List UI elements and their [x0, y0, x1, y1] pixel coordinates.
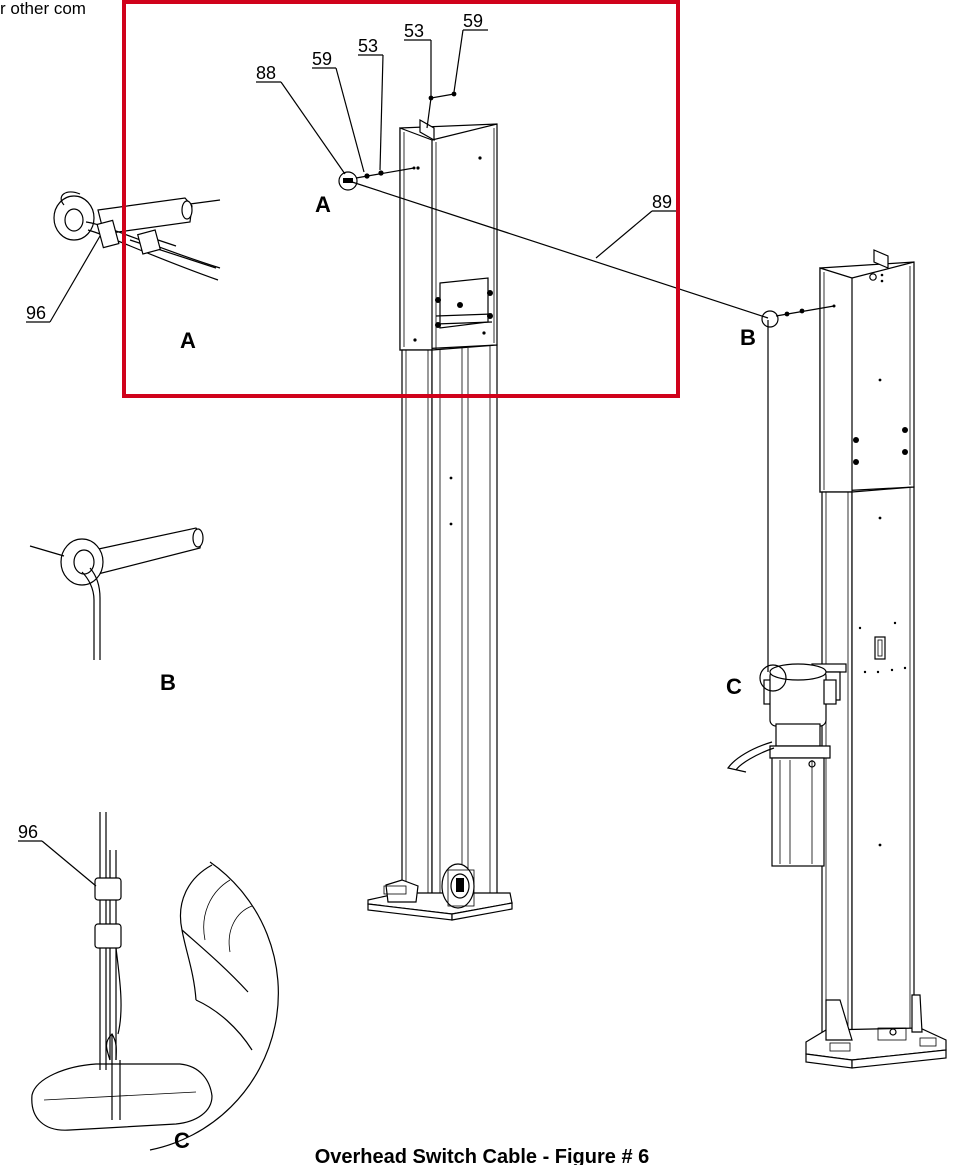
detail-circle-c — [759, 664, 787, 692]
callout-96-top: 96 — [26, 303, 46, 323]
callout-59-left: 59 — [312, 49, 332, 69]
leader-lines — [18, 29, 676, 887]
right-column — [726, 249, 947, 1069]
view-label-c-main: C — [726, 674, 742, 699]
callout-96-bottom: 96 — [18, 822, 38, 842]
view-label-a-detail: A — [180, 328, 196, 353]
view-label-b-main: B — [740, 325, 756, 350]
figure-caption: Overhead Switch Cable - Figure # 6 — [315, 1146, 650, 1165]
detail-view-c — [31, 812, 279, 1151]
callout-53-left: 53 — [358, 36, 378, 56]
callout-88: 88 — [256, 63, 276, 83]
header-text: r other com — [0, 0, 86, 18]
callout-59-right: 59 — [463, 11, 483, 31]
detail-circle-a — [338, 171, 358, 191]
callout-53-right: 53 — [404, 21, 424, 41]
left-column — [367, 118, 513, 921]
view-label-b-detail: B — [160, 670, 176, 695]
callout-89: 89 — [652, 192, 672, 212]
detail-view-b — [29, 527, 204, 660]
detail-circle-b — [761, 310, 779, 328]
detail-view-a — [53, 191, 221, 281]
view-label-c-detail: C — [174, 1128, 190, 1153]
overhead-cable — [338, 91, 836, 692]
view-label-a-main: A — [315, 192, 331, 217]
highlight-box — [122, 0, 680, 398]
